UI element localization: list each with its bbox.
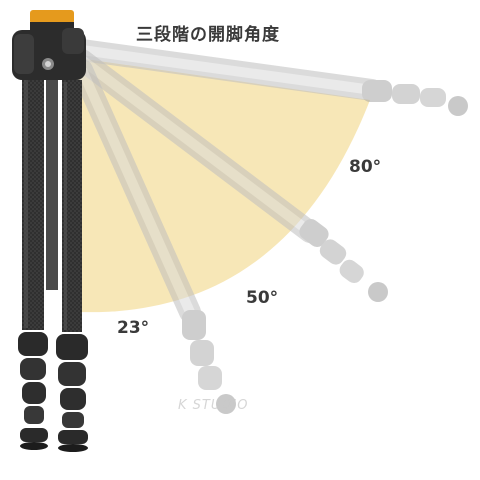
center-column <box>46 80 58 290</box>
tripod-leg-front <box>18 72 48 450</box>
watermark: K STUDIO <box>178 398 249 413</box>
leg-ghost-23 <box>71 59 236 414</box>
leg-ghost-80 <box>71 39 468 116</box>
tripod-leg-rear <box>56 80 88 452</box>
tripod-head <box>12 10 86 80</box>
angle-label-80: 80° <box>349 157 382 177</box>
angle-label-50: 50° <box>246 288 279 308</box>
angle-label-23: 23° <box>117 318 150 338</box>
page-heading: 三段階の開脚角度 <box>136 25 280 45</box>
leg-ghost-50 <box>71 49 388 302</box>
